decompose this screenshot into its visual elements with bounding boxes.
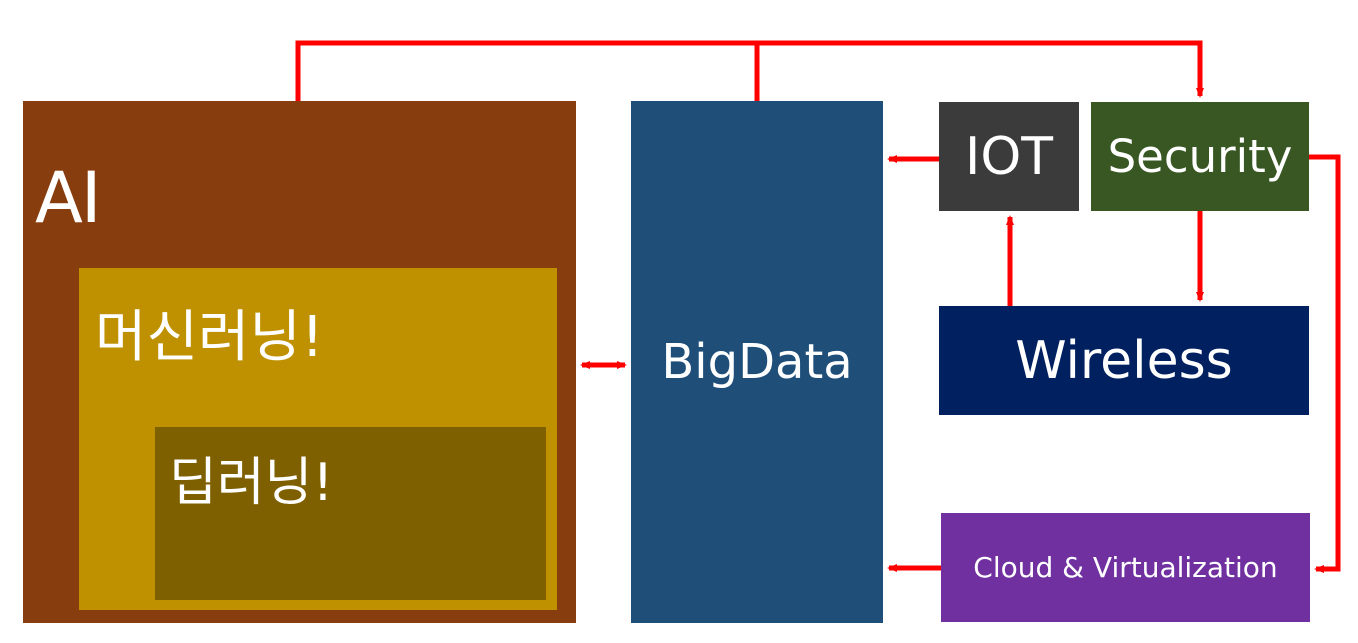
security-label: Security (1107, 130, 1293, 183)
security-box: Security (1091, 102, 1309, 211)
connector-security-to-cloud (1309, 154, 1341, 573)
deep-learning-label: 딥러닝! (169, 453, 334, 513)
bigdata-box: BigData (631, 101, 883, 623)
deep-learning-box: 딥러닝! (155, 427, 546, 600)
cloud-virtualization-box: Cloud & Virtualization (941, 513, 1310, 622)
bigdata-label: BigData (661, 334, 853, 390)
connector-ai-to-security (295, 40, 1204, 101)
iot-box: IOT (939, 102, 1079, 211)
wireless-label: Wireless (1015, 330, 1233, 391)
iot-label: IOT (964, 126, 1054, 187)
wireless-box: Wireless (939, 306, 1309, 415)
machine-learning-label: 머신러닝! (95, 305, 324, 370)
cloud-virtualization-label: Cloud & Virtualization (973, 550, 1278, 584)
ai-label: AI (35, 157, 102, 239)
